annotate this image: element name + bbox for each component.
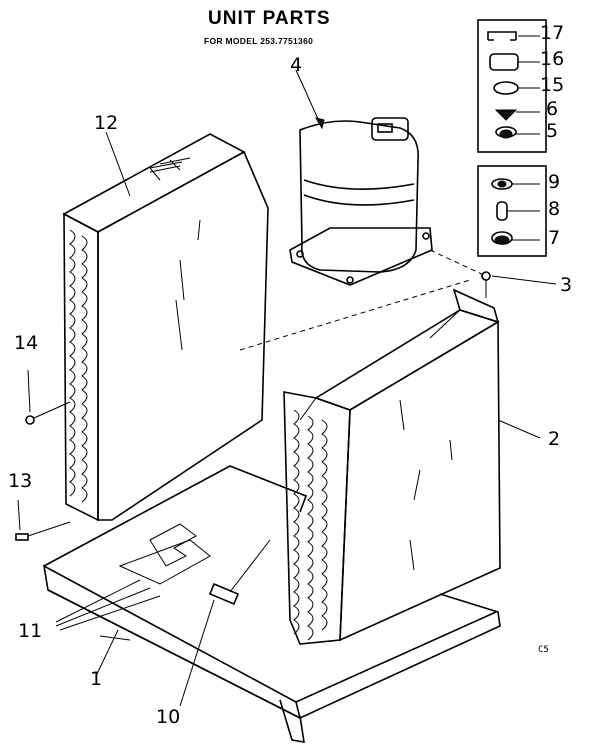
callout-4: 4 bbox=[290, 54, 303, 76]
callout-5: 5 bbox=[546, 120, 559, 142]
callout-6: 6 bbox=[546, 98, 559, 120]
callout-3: 3 bbox=[560, 274, 573, 296]
diagram-code: C5 bbox=[538, 645, 549, 655]
page-title: UNIT PARTS bbox=[208, 8, 331, 29]
callout-9: 9 bbox=[548, 171, 561, 193]
callout-7: 7 bbox=[548, 227, 561, 249]
screw-13 bbox=[15, 499, 71, 541]
coil-assembly-right bbox=[283, 288, 541, 645]
callout-11: 11 bbox=[18, 620, 43, 642]
screw-14 bbox=[25, 369, 71, 425]
callout-1: 1 bbox=[90, 668, 103, 690]
tube-part bbox=[179, 582, 240, 707]
coil-tubes-left bbox=[69, 229, 88, 503]
small-parts-box-upper bbox=[477, 19, 547, 153]
callout-10: 10 bbox=[156, 706, 181, 728]
screw-3 bbox=[481, 271, 557, 298]
coil-tubes-right bbox=[293, 409, 328, 641]
callout-12: 12 bbox=[94, 112, 119, 134]
base-pan-part bbox=[42, 465, 501, 743]
leader-lines-11 bbox=[55, 579, 161, 631]
callout-14: 14 bbox=[14, 332, 39, 354]
callout-15: 15 bbox=[540, 74, 565, 96]
callout-16: 16 bbox=[540, 48, 565, 70]
callout-17: 17 bbox=[540, 22, 565, 44]
coil-assembly-left bbox=[62, 131, 269, 522]
callout-13: 13 bbox=[8, 470, 33, 492]
callout-8: 8 bbox=[548, 198, 561, 220]
model-subtitle: FOR MODEL 253.7751360 bbox=[204, 36, 314, 46]
compressor-part bbox=[289, 69, 433, 286]
small-parts-box-lower bbox=[477, 165, 547, 257]
callout-2: 2 bbox=[548, 428, 561, 450]
